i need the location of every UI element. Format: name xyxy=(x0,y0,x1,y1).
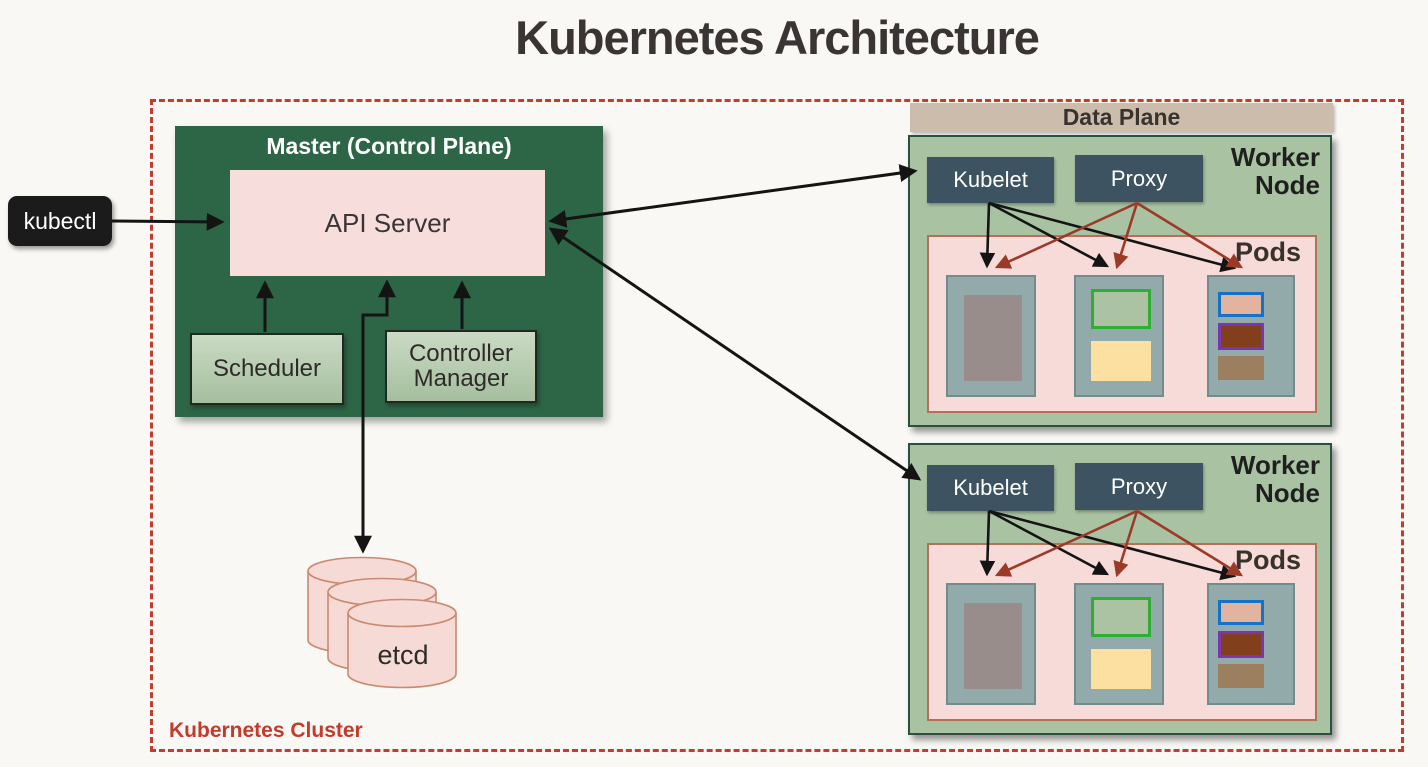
controller-manager-box: Controller Manager xyxy=(385,330,537,403)
kubernetes-cluster-boundary: Kubernetes Cluster xyxy=(150,99,1404,752)
worker-node-label: Worker Node xyxy=(1230,450,1320,509)
master-title: Master (Control Plane) xyxy=(266,133,512,159)
pods-area: Pods xyxy=(927,235,1317,413)
container-green xyxy=(1091,597,1151,637)
container-tan xyxy=(1218,664,1264,688)
api-server-box: API Server xyxy=(230,170,545,276)
container-gray xyxy=(964,603,1022,689)
pod xyxy=(1207,583,1295,705)
pod xyxy=(1207,275,1295,397)
pod xyxy=(946,275,1036,397)
pod xyxy=(1074,583,1164,705)
container-salmon xyxy=(1218,600,1264,625)
container-brown xyxy=(1218,631,1264,658)
container-yellow xyxy=(1091,341,1151,381)
container-green xyxy=(1091,289,1151,329)
proxy-box: Proxy xyxy=(1075,155,1203,202)
worker-node-1: Kubelet Proxy Worker Node Pods xyxy=(908,135,1332,427)
pods-label: Pods xyxy=(1234,237,1301,267)
kubectl-box: kubectl xyxy=(8,196,112,246)
cluster-label: Kubernetes Cluster xyxy=(169,719,363,742)
container-yellow xyxy=(1091,649,1151,689)
pods-area: Pods xyxy=(927,543,1317,721)
kubelet-box: Kubelet xyxy=(927,157,1054,203)
data-plane-header: Data Plane xyxy=(910,103,1333,132)
kubelet-box: Kubelet xyxy=(927,465,1054,511)
pod xyxy=(946,583,1036,705)
container-gray xyxy=(964,295,1022,381)
container-brown xyxy=(1218,323,1264,350)
pod xyxy=(1074,275,1164,397)
worker-node-2: Kubelet Proxy Worker Node Pods xyxy=(908,443,1332,735)
worker-node-label: Worker Node xyxy=(1230,142,1320,201)
pods-label: Pods xyxy=(1234,545,1301,575)
proxy-box: Proxy xyxy=(1075,463,1203,510)
scheduler-box: Scheduler xyxy=(190,333,344,405)
container-tan xyxy=(1218,356,1264,380)
container-salmon xyxy=(1218,292,1264,317)
page-title: Kubernetes Architecture xyxy=(515,11,1040,64)
etcd-label: etcd xyxy=(377,640,429,670)
master-control-plane: Master (Control Plane) API Server Schedu… xyxy=(175,126,603,417)
